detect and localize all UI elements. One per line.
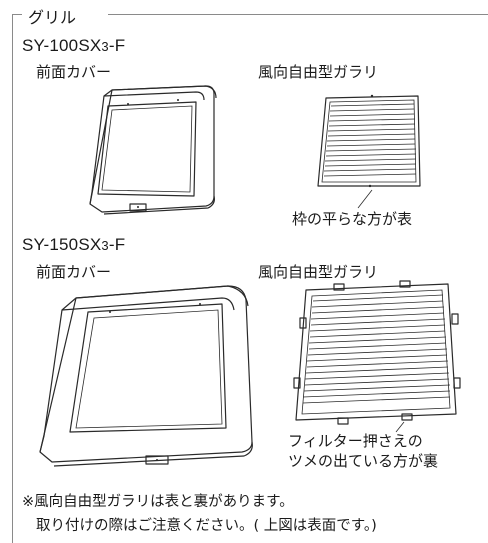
model-b-back-note-line1: フィルター押さえの: [288, 432, 423, 450]
section-title: グリル: [28, 8, 77, 27]
model-a-grille-louvers: [323, 103, 417, 177]
frame-top-right-line: [108, 14, 488, 15]
model-a-name-sub: 3: [101, 39, 109, 54]
footnote-line-1: ※風向自由型ガラリは表と裏があります。: [22, 494, 294, 510]
model-b-grille-label: 風向自由型ガラリ: [258, 263, 379, 281]
model-a-name-suffix: -F: [108, 36, 126, 55]
frame-top-left-line: [12, 14, 22, 15]
model-a-cover-label: 前面カバー: [36, 63, 112, 81]
frame-left-line: [12, 14, 13, 543]
model-b-name-sub: 3: [101, 238, 109, 253]
model-b-cover-label: 前面カバー: [36, 263, 112, 281]
model-b-name: SY-150SX3-F: [22, 235, 125, 255]
footnote-line-2: 取り付けの際はご注意ください。( 上図は表面です。): [36, 518, 377, 534]
model-b-back-note-line2: ツメの出ている方が裏: [288, 452, 439, 470]
model-b-grille-louvers: [302, 294, 451, 404]
model-b-name-main: SY-150SX: [22, 235, 102, 254]
model-b-name-suffix: -F: [108, 235, 126, 254]
model-a-front-note: 枠の平らな方が表: [292, 210, 413, 228]
model-a-grille-label: 風向自由型ガラリ: [258, 63, 379, 81]
model-a-name: SY-100SX3-F: [22, 36, 125, 56]
model-a-name-main: SY-100SX: [22, 36, 102, 55]
